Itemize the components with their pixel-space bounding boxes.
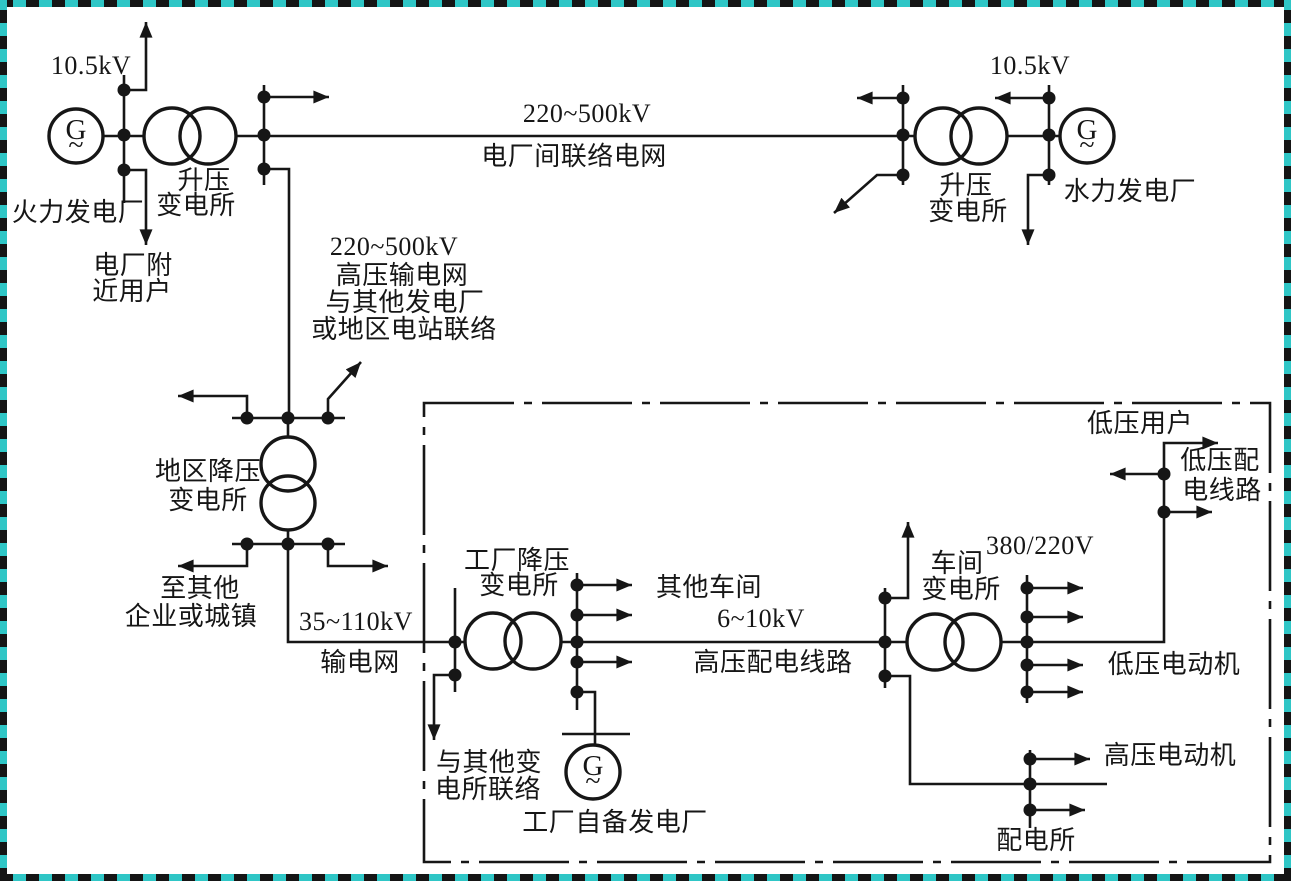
arrow-interconnect-down — [427, 673, 455, 740]
label-dist-station: 配电所 — [996, 826, 1076, 855]
label-thermal-voltage: 10.5kV — [50, 51, 132, 80]
label-transmission-name: 输电网 — [320, 648, 400, 677]
generator-letter: G — [65, 114, 87, 146]
label-lv-voltage: 380/220V — [986, 531, 1094, 560]
arrow-regional-bottom-right — [326, 544, 388, 573]
hv-distribution-branch — [885, 674, 1107, 786]
label-other-workshops: 其他车间 — [655, 573, 763, 602]
label-hv-grid-note-2: 高压输电网 — [335, 261, 469, 290]
generator-tilde: ~ — [1079, 130, 1095, 161]
arrow-hydro-lv-down — [1021, 173, 1049, 245]
label-factory-sub-2: 变电所 — [479, 571, 559, 600]
label-captive-plant: 工厂自备发电厂 — [522, 808, 708, 837]
stepup-right-transformer-b — [949, 106, 1009, 166]
symbol-masks — [50, 109, 1113, 798]
label-interconnect-1: 与其他变 — [435, 748, 543, 777]
label-stepup-left-1: 升压 — [177, 166, 231, 195]
label-tie-name: 电厂间联络电网 — [481, 142, 667, 171]
arrow-regional-top-diag — [326, 361, 362, 418]
workshop-transformer-b — [943, 612, 1003, 672]
label-stepup-right-2: 变电所 — [928, 197, 1008, 226]
frame-left — [0, 0, 7, 881]
label-hv-grid-note-3: 与其他发电厂 — [325, 288, 485, 317]
circuit-arrows — [124, 22, 1212, 817]
label-lv-line-1: 低压配 — [1180, 446, 1260, 475]
stepup-left-transformer-b — [178, 106, 238, 166]
generator-thermal-circle — [47, 107, 105, 165]
label-tie-voltage: 220~500kV — [522, 99, 652, 128]
arrow-regional-bottom-left — [178, 544, 249, 573]
generator-letter: G — [582, 750, 604, 782]
label-stepup-right-1: 升压 — [939, 171, 993, 200]
junction-dots — [117, 83, 1171, 817]
label-workshop-sub-1: 车间 — [930, 549, 984, 578]
regional-transformer-b — [259, 474, 317, 532]
generator-tilde: ~ — [68, 130, 84, 161]
arrow-hydro-diag-out — [833, 173, 903, 214]
label-hydro-plant: 水力发电厂 — [1063, 177, 1197, 206]
label-lv-users: 低压用户 — [1086, 409, 1194, 438]
label-hv-grid-note-1: 220~500kV — [329, 232, 459, 261]
label-lv-motor: 低压电动机 — [1107, 650, 1241, 679]
label-thermal-plant: 火力发电厂 — [11, 198, 145, 227]
label-hv-grid-note-4: 或地区电站联络 — [311, 315, 497, 344]
label-nearby-users-2: 近用户 — [92, 277, 172, 306]
generator-hydro-circle — [1058, 107, 1116, 165]
workshop-transformer-a — [905, 612, 965, 672]
label-to-others-2: 企业或城镇 — [124, 602, 258, 631]
label-workshop-sub-2: 变电所 — [921, 575, 1001, 604]
frame-right — [1284, 0, 1291, 881]
generator-captive-symbol: G ~ — [582, 750, 604, 797]
label-interconnect-2: 电所联络 — [434, 775, 542, 804]
symbol-outlines — [47, 106, 1116, 801]
frame-bottom — [0, 874, 1291, 881]
arrow-nearby-users — [124, 168, 153, 245]
generator-tilde: ~ — [585, 766, 601, 797]
label-mv-voltage: 6~10kV — [717, 604, 805, 633]
feeder-to-regional — [264, 167, 291, 418]
transmission-line-35-110kv — [286, 436, 1218, 644]
captive-gen-branch — [577, 690, 597, 747]
factory-boundary-box — [422, 401, 1272, 864]
arrow-workshop-up — [885, 522, 915, 600]
label-lv-line-2: 电线路 — [1182, 476, 1262, 505]
generator-thermal-symbol: G ~ — [65, 114, 87, 161]
label-nearby-users-1: 电厂附 — [93, 251, 173, 280]
arrow-thermal-up — [124, 22, 153, 92]
generator-hydro-symbol: G ~ — [1076, 114, 1098, 161]
label-regional-sub-2: 变电所 — [168, 486, 248, 515]
stepup-right-transformer-a — [913, 106, 973, 166]
label-factory-sub-1: 工厂降压 — [463, 546, 571, 575]
label-to-others-1: 至其他 — [160, 574, 240, 603]
circuit-lines — [76, 75, 1218, 828]
label-regional-sub-1: 地区降压 — [154, 457, 262, 486]
stepup-left-transformer-a — [142, 106, 202, 166]
label-hydro-voltage: 10.5kV — [989, 51, 1071, 80]
label-hv-motor: 高压电动机 — [1103, 741, 1237, 770]
label-stepup-left-2: 变电所 — [156, 191, 236, 220]
arrow-regional-top-left — [178, 389, 249, 418]
label-transmission-voltage: 35~110kV — [299, 607, 413, 636]
generator-letter: G — [1076, 114, 1098, 146]
frame-top — [0, 0, 1291, 7]
generator-captive-circle — [564, 743, 622, 801]
factory-transformer-b — [503, 611, 563, 671]
factory-transformer-a — [463, 611, 523, 671]
regional-transformer-a — [259, 435, 317, 493]
label-mv-line-name: 高压配电线路 — [693, 648, 853, 677]
